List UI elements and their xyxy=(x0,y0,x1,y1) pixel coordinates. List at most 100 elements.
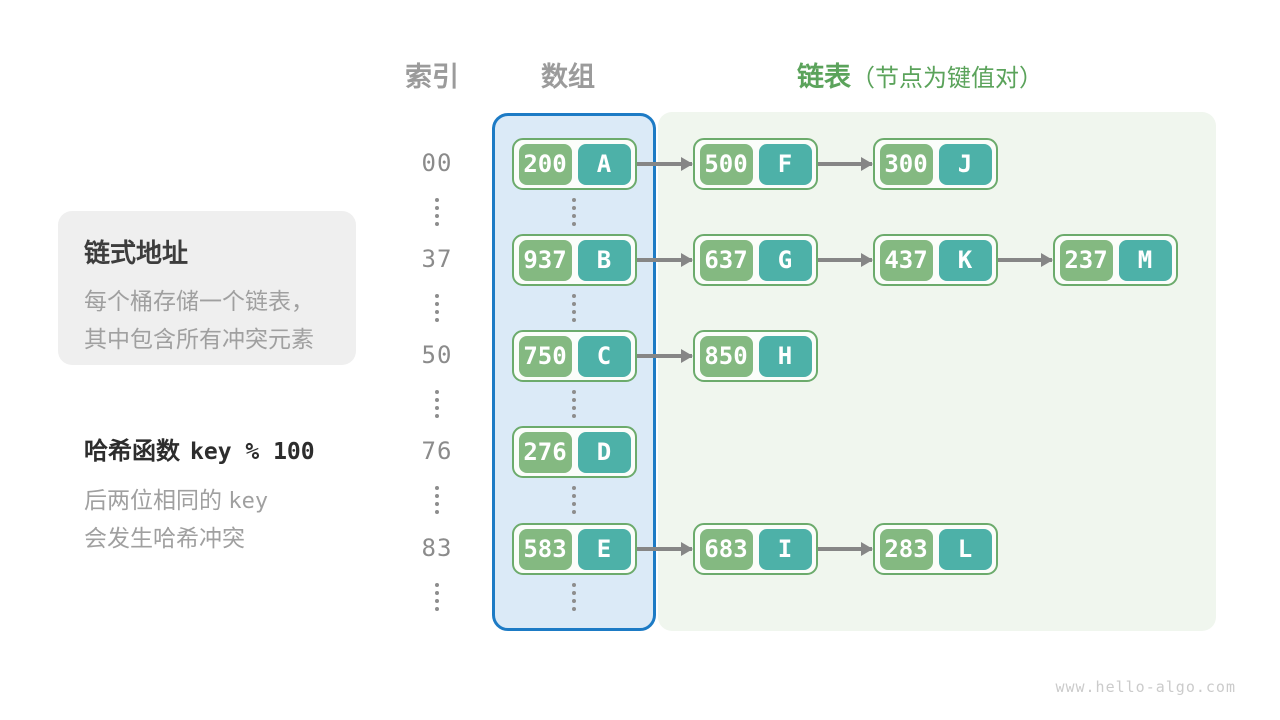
dot xyxy=(435,406,439,410)
hash-function-label: 哈希函数 xyxy=(84,438,180,465)
value-cell: B xyxy=(577,239,631,281)
array-column-header: 数组 xyxy=(541,62,595,92)
dot xyxy=(572,414,576,418)
dot xyxy=(435,510,439,514)
dot xyxy=(572,198,576,202)
key-cell: 637 xyxy=(699,239,753,281)
hash-function-title: 哈希函数 key % 100 xyxy=(84,431,315,466)
dot xyxy=(572,591,576,595)
dot xyxy=(435,583,439,587)
link-arrow xyxy=(637,547,692,551)
key-cell: 237 xyxy=(1059,239,1113,281)
bucket-index-label: 83 xyxy=(421,534,453,562)
ellipsis-dots xyxy=(434,198,440,226)
dot xyxy=(572,302,576,306)
hash-note-line1: 后两位相同的 key xyxy=(84,482,315,520)
watermark: www.hello-algo.com xyxy=(1055,678,1236,696)
link-arrow xyxy=(818,162,872,166)
dot xyxy=(572,206,576,210)
dot xyxy=(435,390,439,394)
bucket-index-label: 50 xyxy=(421,341,453,369)
key-cell: 437 xyxy=(879,239,933,281)
link-arrow xyxy=(818,258,872,262)
link-arrow xyxy=(818,547,872,551)
bucket-index-label: 76 xyxy=(421,437,453,465)
dot xyxy=(435,214,439,218)
dot xyxy=(572,222,576,226)
dot xyxy=(572,294,576,298)
dot xyxy=(572,583,576,587)
dot xyxy=(435,494,439,498)
value-cell: M xyxy=(1118,239,1172,281)
dot xyxy=(572,214,576,218)
list-header-note: （节点为键值对） xyxy=(851,65,1043,92)
ellipsis-dots xyxy=(571,198,577,226)
ellipsis-dots xyxy=(571,486,577,514)
dot xyxy=(435,318,439,322)
key-cell: 283 xyxy=(879,528,933,570)
value-cell: G xyxy=(758,239,812,281)
chain-note-line2: 其中包含所有冲突元素 xyxy=(84,326,314,352)
key-cell: 937 xyxy=(518,239,572,281)
hash-function-code: key % 100 xyxy=(190,439,315,465)
hash-note-line2: 会发生哈希冲突 xyxy=(84,525,245,551)
key-cell: 850 xyxy=(699,335,753,377)
dot xyxy=(435,398,439,402)
hash-function-note: 哈希函数 key % 100 后两位相同的 key 会发生哈希冲突 xyxy=(84,431,315,557)
dot xyxy=(435,414,439,418)
dot xyxy=(435,222,439,226)
value-cell: K xyxy=(938,239,992,281)
ellipsis-dots xyxy=(434,390,440,418)
dot xyxy=(435,486,439,490)
chain-note-title: 链式地址 xyxy=(84,238,189,268)
key-cell: 583 xyxy=(518,528,572,570)
bucket-index-label: 00 xyxy=(421,149,453,177)
ellipsis-dots xyxy=(571,583,577,611)
chain-note-box: 链式地址 每个桶存储一个链表， 其中包含所有冲突元素 xyxy=(58,211,356,365)
dot xyxy=(435,599,439,603)
dot xyxy=(435,206,439,210)
dot xyxy=(435,607,439,611)
value-cell: H xyxy=(758,335,812,377)
dot xyxy=(435,302,439,306)
list-column-header: 链表（节点为键值对） xyxy=(797,55,1043,94)
dot xyxy=(572,494,576,498)
link-arrow xyxy=(637,162,692,166)
dot xyxy=(435,294,439,298)
dot xyxy=(572,599,576,603)
hash-note-line1-text: 后两位相同的 xyxy=(84,487,222,513)
dot xyxy=(572,607,576,611)
dot xyxy=(435,591,439,595)
dot xyxy=(435,310,439,314)
link-arrow xyxy=(998,258,1052,262)
dot xyxy=(435,198,439,202)
bucket-index-label: 37 xyxy=(421,245,453,273)
value-cell: F xyxy=(758,143,812,185)
index-column-header: 索引 xyxy=(405,62,459,92)
dot xyxy=(572,502,576,506)
link-arrow xyxy=(637,354,692,358)
dot xyxy=(572,510,576,514)
key-cell: 276 xyxy=(518,431,572,473)
ellipsis-dots xyxy=(571,390,577,418)
key-cell: 750 xyxy=(518,335,572,377)
dot xyxy=(572,310,576,314)
value-cell: E xyxy=(577,528,631,570)
key-cell: 683 xyxy=(699,528,753,570)
ellipsis-dots xyxy=(571,294,577,322)
key-cell: 300 xyxy=(879,143,933,185)
ellipsis-dots xyxy=(434,583,440,611)
link-arrow xyxy=(637,258,692,262)
dot xyxy=(435,502,439,506)
